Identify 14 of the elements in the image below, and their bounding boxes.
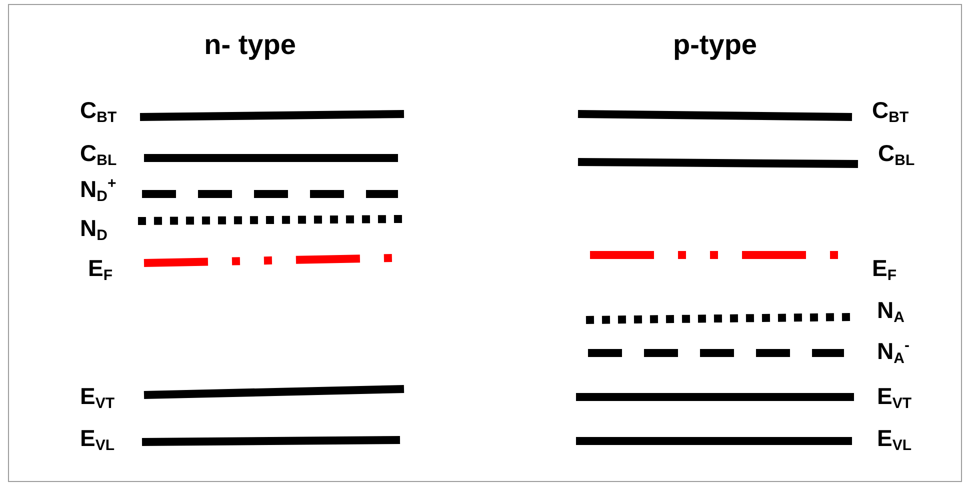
energy-level-label: E$_{VT}$ [877,385,912,411]
energy-level-label: E$_{F}$ [88,257,113,283]
energy-level-label: N$_{A}$ [877,299,904,325]
energy-level-label: C$_{BL}$ [80,142,117,168]
energy-level-label: N$_{D}$ [80,217,108,243]
energy-level-label: E$_{VL}$ [877,427,912,453]
panel-title: n- type [204,31,296,59]
energy-level-label: E$_{VT}$ [80,385,115,411]
energy-level-label: C$_{BL}$ [878,142,915,168]
energy-level-label: C$_{BT}$ [872,99,909,125]
energy-level-label: C$_{BT}$ [80,99,117,125]
energy-level-label: E$_{VL}$ [80,427,115,453]
energy-level-label: E$_{F}$ [872,257,897,283]
panel-title: p-type [673,31,757,59]
